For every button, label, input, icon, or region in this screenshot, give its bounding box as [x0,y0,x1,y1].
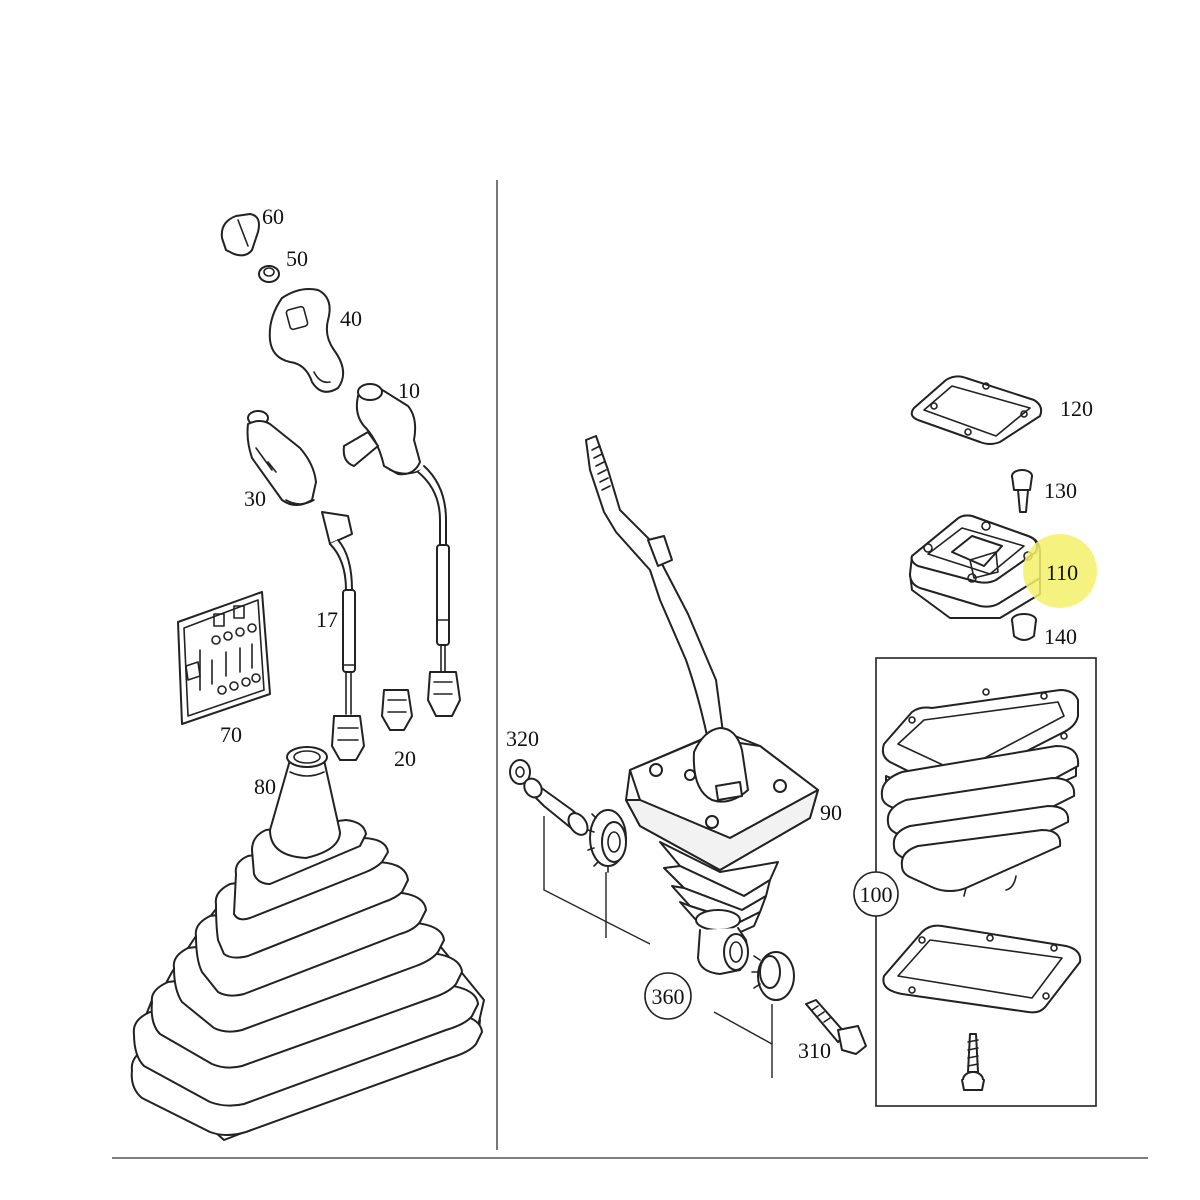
part-320-washer[interactable] [509,759,531,785]
callout-10[interactable]: 10 [398,378,420,403]
part-130-screw[interactable] [1011,469,1033,513]
part-tapping-screw[interactable] [961,1033,985,1091]
callout-100-circle [853,871,899,917]
part-40-gate-plate[interactable] [268,288,345,393]
callout-360-leaders [543,816,773,1078]
callout-60[interactable]: 60 [262,204,284,229]
callout-90[interactable]: 90 [820,800,842,825]
callout-20[interactable]: 20 [394,746,416,771]
part-sleeve[interactable] [521,775,592,838]
callout-40[interactable]: 40 [340,306,362,331]
part-100-bellows[interactable] [880,745,1080,897]
callout-70[interactable]: 70 [220,722,242,747]
callout-320[interactable]: 320 [506,726,539,751]
part-100-lower-frame[interactable] [882,924,1082,1014]
part-50-nut[interactable] [258,265,280,283]
part-90-gear-shift-lever[interactable] [585,435,819,975]
callout-310[interactable]: 310 [798,1038,831,1063]
part-310-bolt[interactable] [805,999,867,1055]
callout-120[interactable]: 120 [1060,396,1093,421]
part-110-shift-housing[interactable] [909,514,1041,619]
callout-17[interactable]: 17 [316,607,338,632]
part-bushing[interactable] [587,809,627,873]
part-10-shift-lever[interactable] [342,383,461,717]
part-80-shift-boot[interactable] [130,746,485,1141]
callout-100[interactable]: 100 [860,882,893,907]
callout-360[interactable]: 360 [652,984,685,1009]
callout-80[interactable]: 80 [254,774,276,799]
highlight-marker [1023,534,1097,608]
part-70-shift-pattern-plate[interactable] [177,591,271,725]
part-140-plug[interactable] [1011,613,1037,641]
part-30-shift-lever[interactable] [246,410,365,761]
part-bushing-lower[interactable] [751,951,795,1001]
part-20-clips[interactable] [381,689,413,731]
callout-130[interactable]: 130 [1044,478,1077,503]
callout-30[interactable]: 30 [244,486,266,511]
callout-110[interactable]: 110 [1046,560,1078,585]
callout-50[interactable]: 50 [286,246,308,271]
part-120-gasket[interactable] [910,375,1043,445]
callout-360-circle [644,972,692,1020]
part-60-knob-cap[interactable] [220,213,260,257]
callout-140[interactable]: 140 [1044,624,1077,649]
